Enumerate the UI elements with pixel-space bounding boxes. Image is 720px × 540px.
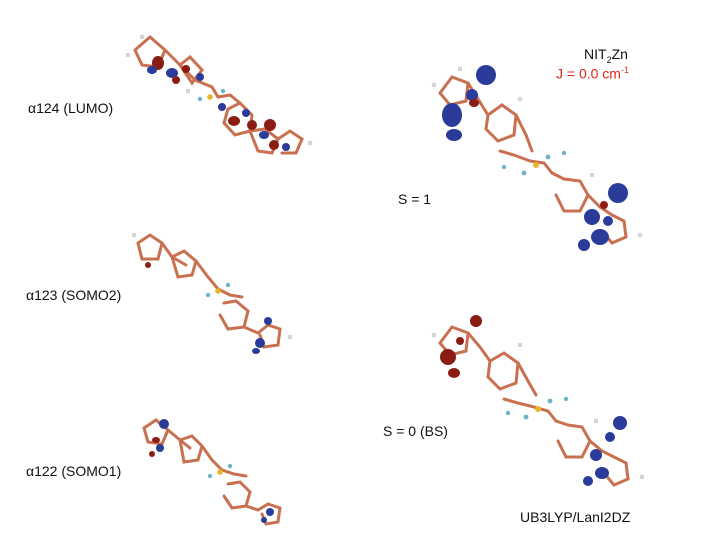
orbital-label-lumo: α124 (LUMO) (28, 100, 113, 116)
molecule-spin-density-triplet (420, 55, 660, 265)
molecule-lumo (120, 25, 320, 160)
molecule-somo2 (120, 225, 300, 360)
molecule-spin-density-broken-symmetry (420, 305, 660, 515)
orbital-label-somo1: α122 (SOMO1) (26, 463, 121, 479)
molecule-somo1 (130, 410, 300, 535)
orbital-label-somo2: α123 (SOMO2) (26, 287, 121, 303)
